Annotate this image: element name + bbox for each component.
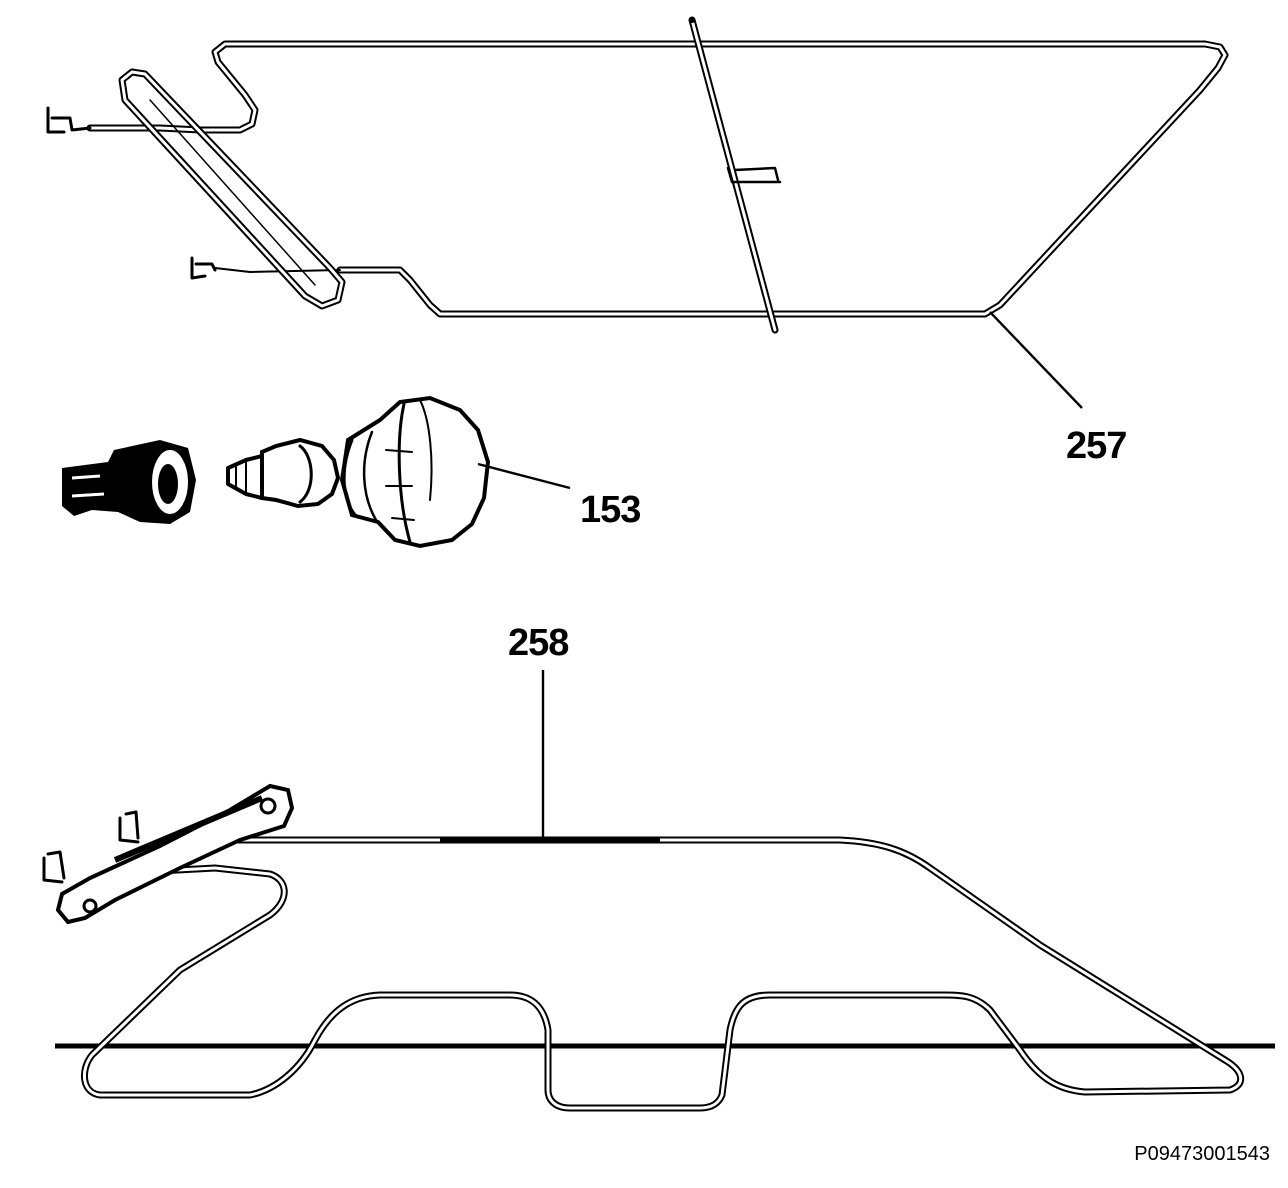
leader-line-153 bbox=[477, 462, 571, 490]
lamp-bulb bbox=[226, 437, 341, 509]
part-257-upper-heating-element bbox=[46, 16, 1229, 409]
callout-257: 257 bbox=[1066, 425, 1126, 467]
callout-258: 258 bbox=[508, 622, 568, 664]
leader-line-257 bbox=[989, 311, 1083, 409]
part-258-lower-heating-element bbox=[42, 783, 1275, 1112]
callout-153: 153 bbox=[580, 489, 640, 531]
lamp-socket bbox=[62, 440, 196, 524]
part-153-oven-lamp-assembly bbox=[62, 395, 571, 549]
lamp-glass-cover bbox=[339, 395, 491, 549]
drawing-code: P09473001543 bbox=[1134, 1143, 1270, 1165]
